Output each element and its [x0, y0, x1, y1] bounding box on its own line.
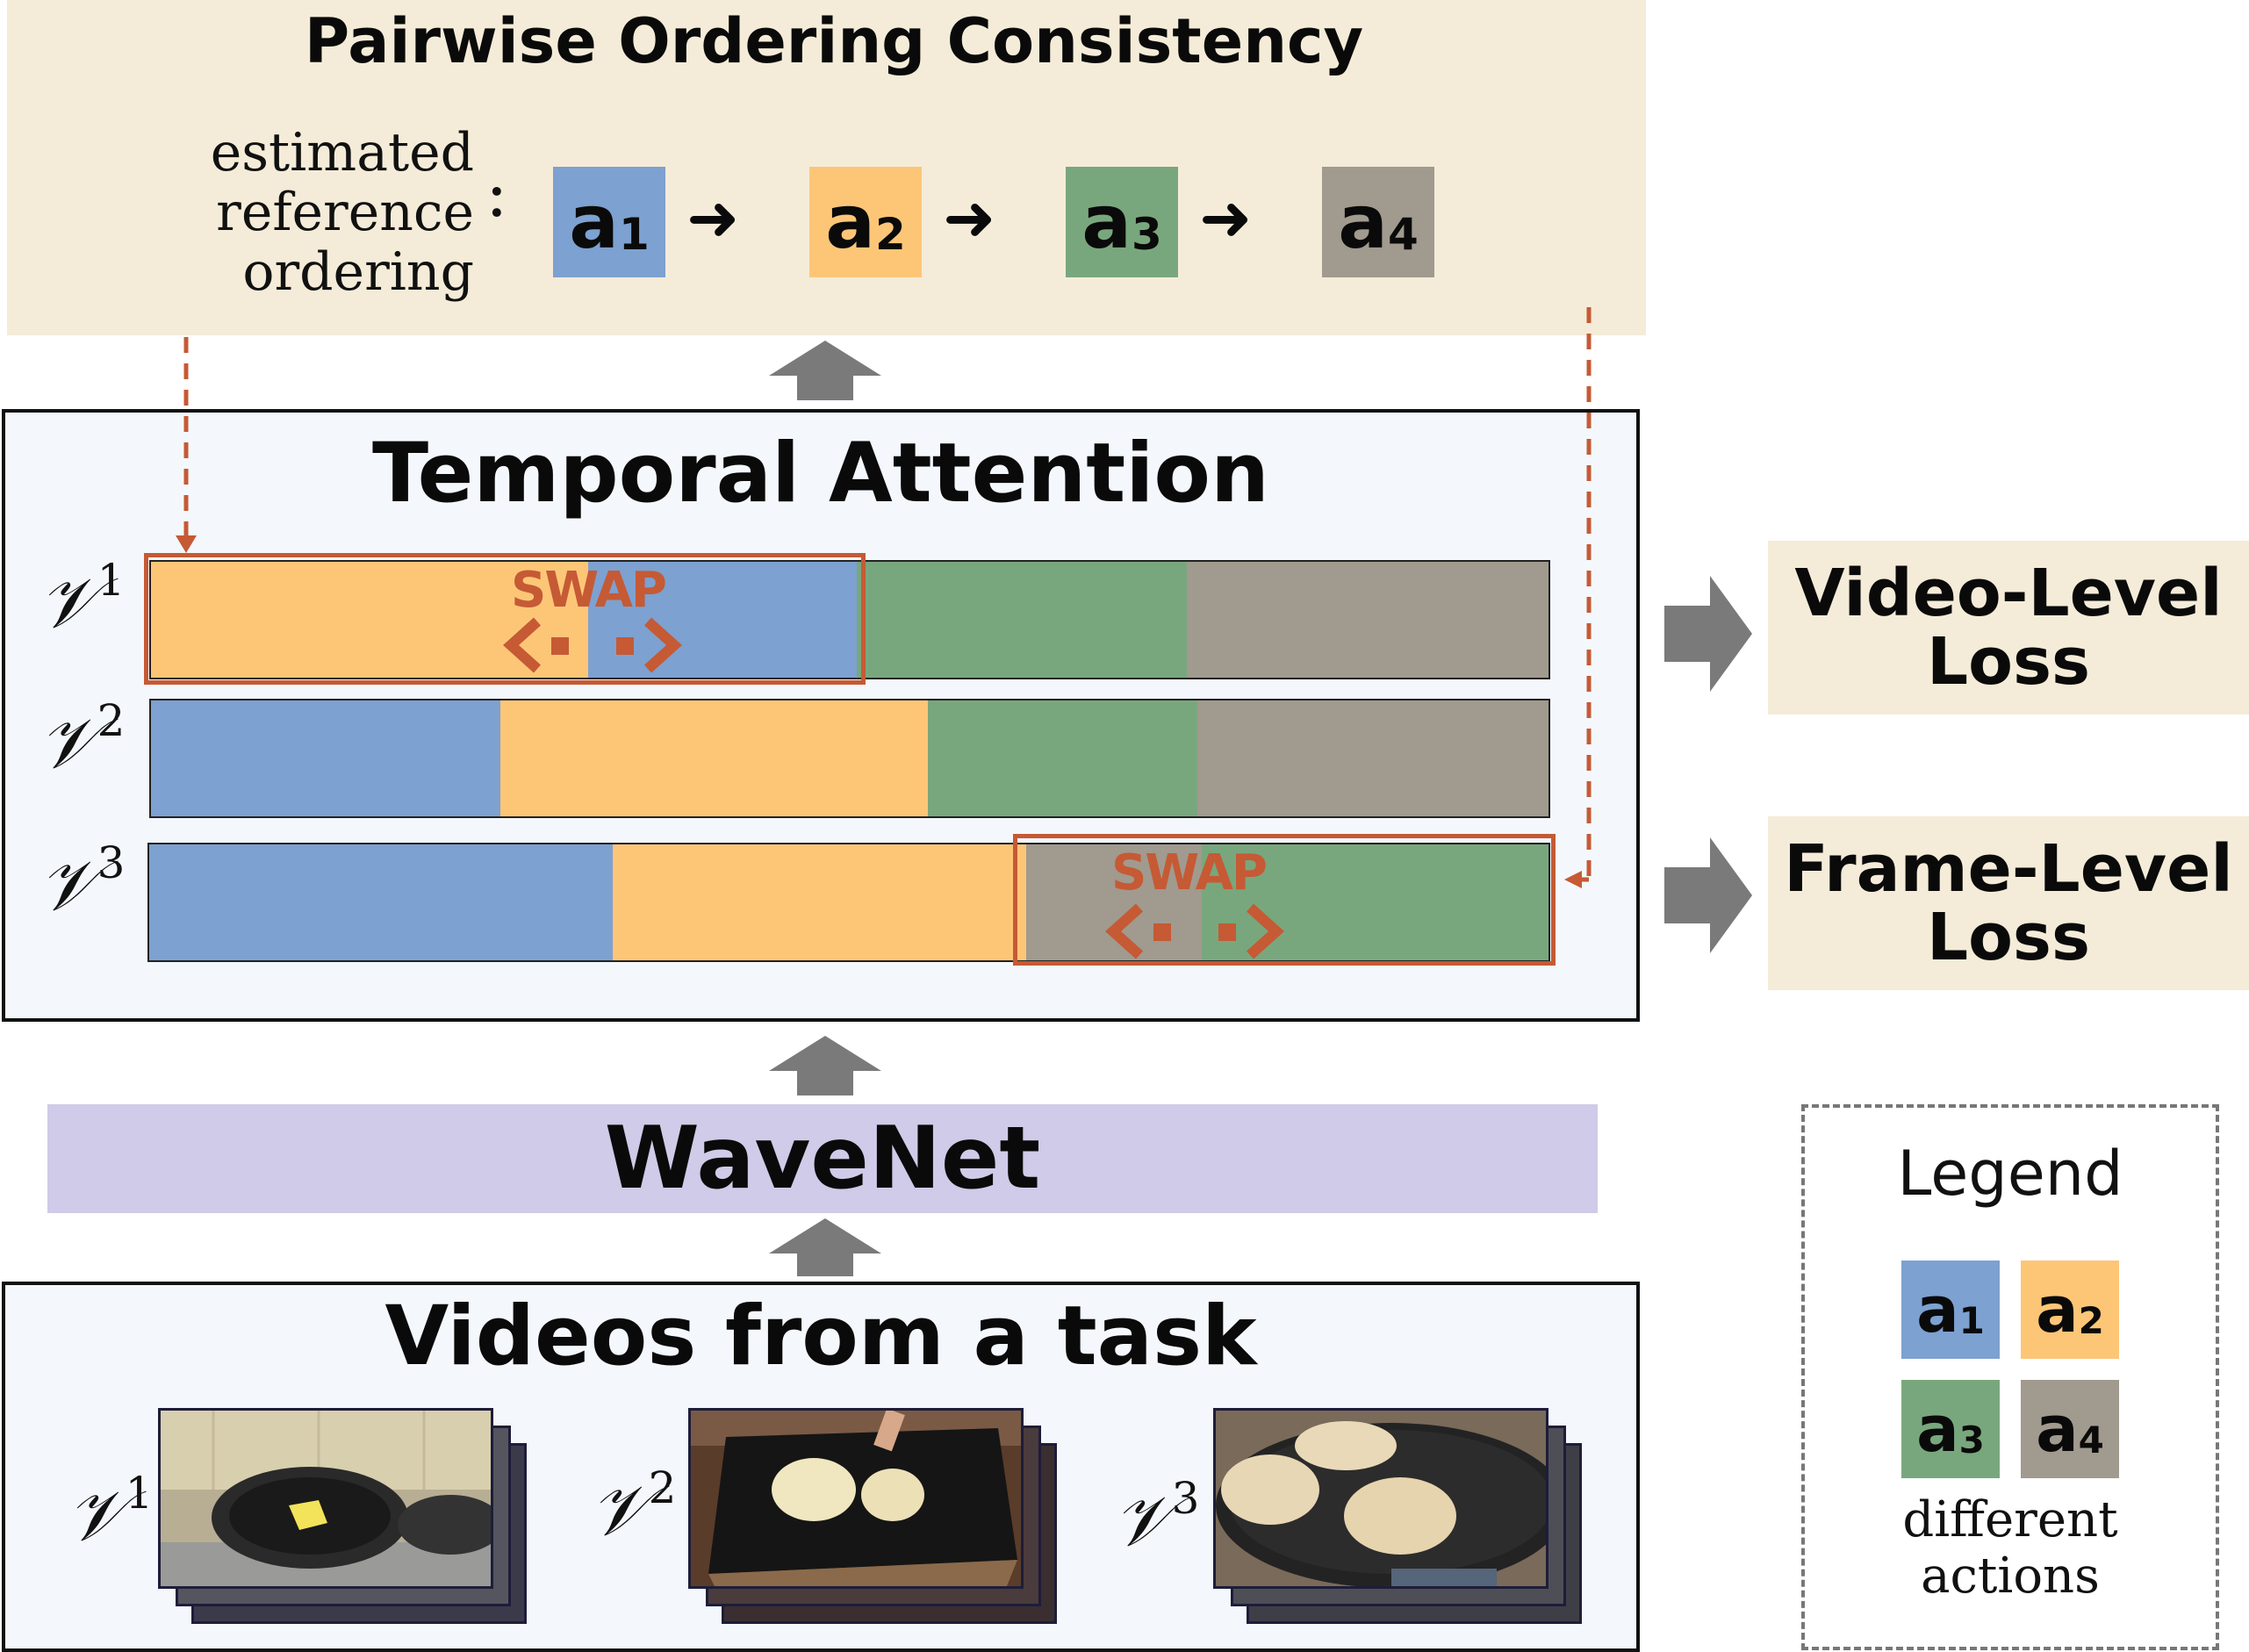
- thumb-label-v2: 𝒱2: [590, 1462, 677, 1551]
- segment-a4: [1026, 844, 1202, 960]
- segment-a1: [588, 562, 857, 678]
- video-thumbnail-stack-v3: [1213, 1408, 1582, 1624]
- segment-a2: [500, 700, 929, 816]
- videos-panel-title: Videos from a task: [384, 1289, 1257, 1384]
- up-arrow-icon: [769, 341, 881, 400]
- temporal-attention-title: Temporal Attention: [372, 426, 1269, 521]
- video-label-v3: 𝒱3: [39, 837, 126, 926]
- swap-label-v3: SWAP: [1111, 844, 1268, 901]
- up-arrow-icon: [769, 1218, 881, 1276]
- swap-box-v1: [144, 553, 866, 685]
- swap-label-v1: SWAP: [511, 562, 667, 619]
- arrow-right-icon: ➜: [686, 181, 740, 255]
- legend-caption-line-2: actions: [1921, 1548, 2100, 1605]
- label-line-3: ordering: [242, 241, 474, 303]
- segment-a1: [149, 844, 613, 960]
- swap-box-v3: [1013, 834, 1556, 966]
- label-line-2: reference: [216, 182, 474, 243]
- segment-a2: [612, 844, 1027, 960]
- segmentation-bar-v3: [147, 843, 1550, 962]
- swap-arrows-icon: [1105, 903, 1284, 959]
- video-thumbnail-stack-v2: [688, 1408, 1057, 1624]
- video-thumbnail-stack-v1: [158, 1408, 527, 1624]
- legend-caption-line-1: different: [1902, 1491, 2118, 1548]
- video-level-loss: Video-Level Loss: [1768, 541, 2249, 715]
- segmentation-bar-v1: [149, 560, 1550, 679]
- legend-box: [1801, 1104, 2219, 1650]
- segment-a3: [856, 562, 1187, 678]
- up-arrow-icon: [769, 1036, 881, 1095]
- wavenet-block: WaveNet: [47, 1104, 1598, 1213]
- thumb-label-v1: 𝒱1: [67, 1468, 154, 1556]
- estimated-reference-ordering-label: estimated reference ordering: [140, 123, 474, 302]
- pancakes-on-griddle-image: [688, 1408, 1024, 1589]
- pan-with-butter-image: [158, 1408, 493, 1589]
- arrow-right-icon: ➜: [1199, 181, 1253, 255]
- arrow-right-icon: ➜: [943, 181, 996, 255]
- right-arrow-icon: [1664, 837, 1752, 953]
- segment-a3: [928, 700, 1198, 816]
- segment-a1: [151, 700, 500, 816]
- thumb-label-v3: 𝒱3: [1113, 1473, 1200, 1562]
- pairwise-ordering-title: Pairwise Ordering Consistency: [304, 5, 1364, 77]
- segment-a2: [151, 562, 589, 678]
- colon: :: [485, 154, 508, 232]
- segment-a4: [1197, 700, 1548, 816]
- video-label-v1: 𝒱1: [39, 555, 126, 643]
- segmentation-bar-v2: [149, 699, 1550, 818]
- pancakes-on-pan-image: [1213, 1408, 1548, 1589]
- swap-arrows-icon: [503, 617, 682, 673]
- right-arrow-icon: [1664, 576, 1752, 692]
- frame-level-loss: Frame-Level Loss: [1768, 816, 2249, 990]
- legend-title: Legend: [1897, 1138, 2123, 1210]
- segment-a4: [1186, 562, 1548, 678]
- label-line-1: estimated: [210, 122, 474, 183]
- legend-caption: different actions: [1801, 1492, 2219, 1605]
- video-label-v2: 𝒱2: [39, 695, 126, 784]
